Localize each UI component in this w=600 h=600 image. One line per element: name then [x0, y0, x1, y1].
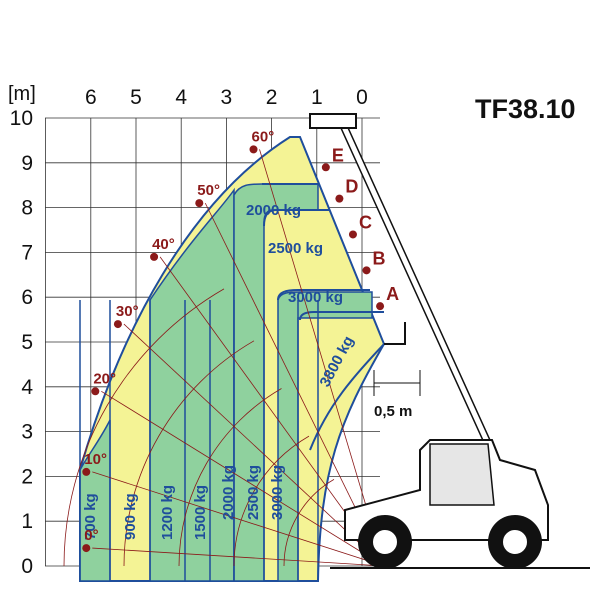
- boom-angle-marker: [249, 145, 258, 154]
- extension-point-label: C: [359, 212, 372, 232]
- x-tick-label: 4: [175, 86, 187, 109]
- boom-arc: [233, 435, 310, 567]
- boom-angle-line: [92, 547, 385, 567]
- y-tick-label: 5: [21, 331, 33, 354]
- load-zone-label: 2500 kg: [245, 465, 262, 520]
- load-zone-label: 900 kg: [122, 493, 139, 540]
- boom-arc: [63, 288, 225, 567]
- x-unit-label: [m]: [8, 83, 36, 105]
- load-zone-label: 1500 kg: [192, 485, 209, 540]
- load-zones: [79, 136, 386, 582]
- load-zone-boundary: [263, 209, 330, 227]
- model-title: TF38.10: [475, 94, 576, 124]
- boom-angle-line: [123, 323, 385, 567]
- wheel-hub: [501, 528, 529, 556]
- boom-angle-label: 60°: [252, 128, 275, 145]
- x-tick-label: 6: [85, 86, 97, 109]
- y-tick-label: 6: [21, 286, 33, 309]
- fork-outline: [384, 322, 406, 345]
- load-zone-label: 2500 kg: [268, 240, 323, 257]
- x-tick-label: 3: [221, 86, 233, 109]
- y-tick-label: 10: [10, 107, 33, 130]
- y-tick-label: 2: [21, 465, 33, 488]
- boom-angle-marker: [113, 320, 122, 329]
- boom-arc: [283, 479, 335, 567]
- extension-point-label: E: [332, 145, 344, 165]
- load-zone-boundary: [309, 343, 385, 451]
- load-zone-label: 700 kg: [82, 493, 99, 540]
- boom-arc: [123, 340, 255, 567]
- boom-angle-label: 30°: [116, 303, 139, 320]
- extension-marker: [376, 302, 385, 311]
- load-zone-label: 2000 kg: [220, 465, 237, 520]
- x-tick-label: 2: [266, 86, 278, 109]
- boom-angle-line: [259, 149, 385, 567]
- load-zone-label: 2000 kg: [246, 202, 301, 219]
- boom-angle-line: [101, 390, 385, 567]
- boom-angle-label: 20°: [93, 370, 116, 387]
- boom-angle-marker: [82, 544, 91, 553]
- boom-angle-label: 0°: [84, 527, 98, 544]
- load-zone-label: 1200 kg: [159, 485, 176, 540]
- boom-angle-label: 10°: [84, 451, 107, 468]
- load-zone-label: 3000 kg: [269, 465, 286, 520]
- boom-inner: [337, 115, 503, 473]
- boom-head: [309, 113, 357, 129]
- boom-arc: [178, 388, 282, 567]
- boom-angle-marker: [82, 467, 91, 476]
- boom-angle-line: [92, 471, 385, 567]
- y-tick-label: 1: [21, 510, 33, 533]
- boom-angle-label: 50°: [197, 182, 220, 199]
- extension-marker: [362, 266, 371, 275]
- boom-angle-line: [204, 202, 385, 567]
- dimension-label: 0,5 m: [374, 403, 412, 420]
- boom-angle-marker: [91, 387, 100, 396]
- boom-angle-marker: [150, 252, 159, 261]
- extension-point-label: B: [373, 248, 386, 268]
- x-tick-label: 1: [311, 86, 323, 109]
- extension-marker: [321, 163, 330, 172]
- load-zone-label: 3000 kg: [288, 289, 343, 306]
- y-tick-label: 4: [21, 376, 33, 399]
- load-zone-boundary: [299, 311, 384, 321]
- load-zone-boundary: [277, 289, 370, 301]
- extension-marker: [348, 230, 357, 239]
- y-tick-label: 7: [21, 241, 33, 264]
- boom-angle-label: 40°: [152, 236, 175, 253]
- y-tick-label: 3: [21, 421, 33, 444]
- y-tick-label: 9: [21, 152, 33, 175]
- x-tick-label: 5: [130, 86, 142, 109]
- extension-point-label: D: [345, 177, 358, 197]
- extension-marker: [335, 194, 344, 203]
- wheel-hub: [371, 528, 399, 556]
- y-tick-label: 8: [21, 197, 33, 220]
- telehandler-illustration: [309, 113, 590, 569]
- y-tick-label: 0: [21, 555, 33, 578]
- boom-angle-marker: [195, 199, 204, 208]
- x-tick-label: 0: [356, 86, 368, 109]
- cab-window: [429, 443, 495, 506]
- extension-point-label: A: [386, 284, 399, 304]
